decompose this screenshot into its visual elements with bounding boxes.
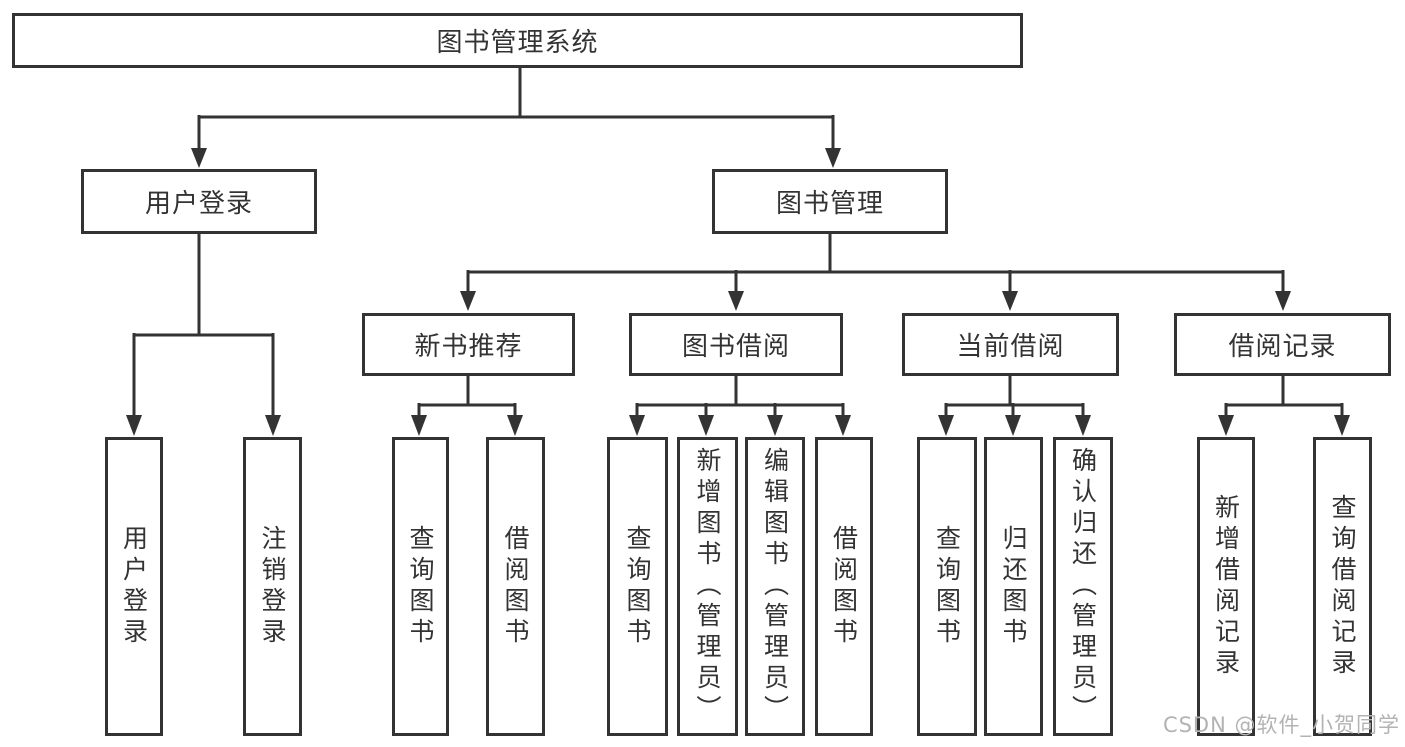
leaf-query-books-recommend: 查询图书	[392, 437, 449, 736]
leaf-return-books-label: 归还图书	[999, 524, 1028, 649]
node-book-management: 图书管理	[712, 169, 948, 234]
connector-bookborrow-to-leaves	[635, 376, 845, 417]
node-current-borrowing-label: 当前借阅	[956, 332, 1065, 362]
leaf-user-login: 用户登录	[105, 437, 163, 736]
leaf-return-books: 归还图书	[984, 437, 1043, 736]
leaf-edit-books-admin: 编辑图书（管理员）	[745, 437, 805, 736]
connector-bookmgmt-to-level3	[466, 234, 1285, 293]
leaf-borrow-books-recommend-label: 借阅图书	[501, 524, 530, 649]
leaf-add-borrow-record: 新增借阅记录	[1197, 437, 1255, 736]
leaf-query-books-borrowing: 查询图书	[607, 437, 668, 736]
node-current-borrowing: 当前借阅	[902, 313, 1119, 376]
connector-curborrow-to-leaves	[944, 376, 1085, 417]
node-library-system-label: 图书管理系统	[436, 28, 599, 58]
node-borrowing-records: 借阅记录	[1174, 313, 1391, 376]
node-book-borrowing-label: 图书借阅	[681, 332, 790, 362]
leaf-add-borrow-record-label: 新增借阅记录	[1211, 493, 1241, 680]
leaf-confirm-return-admin: 确认归还（管理员）	[1053, 437, 1113, 736]
leaf-borrow-books-borrowing-label: 借阅图书	[829, 524, 859, 649]
leaf-add-books-admin: 新增图书（管理员）	[677, 437, 738, 736]
leaf-query-borrow-record: 查询借阅记录	[1313, 437, 1372, 736]
leaf-confirm-return-admin-label: 确认归还（管理员）	[1068, 447, 1098, 726]
node-library-system: 图书管理系统	[12, 13, 1023, 68]
connector-newrec-to-leaves	[417, 376, 517, 417]
node-user-login: 用户登录	[81, 169, 317, 234]
leaf-query-books-recommend-label: 查询图书	[406, 524, 435, 649]
node-new-book-recommend-label: 新书推荐	[414, 332, 523, 362]
connector-userlogin-to-leaves	[132, 234, 275, 417]
node-book-borrowing: 图书借阅	[629, 313, 843, 376]
leaf-query-books-current: 查询图书	[917, 437, 977, 736]
leaf-logout-login-label: 注销登录	[258, 524, 287, 649]
leaf-query-books-borrowing-label: 查询图书	[623, 524, 652, 649]
node-book-management-label: 图书管理	[775, 189, 884, 219]
connector-root-to-level2	[197, 68, 835, 150]
leaf-logout-login: 注销登录	[243, 437, 302, 736]
leaf-borrow-books-borrowing: 借阅图书	[815, 437, 873, 736]
node-borrowing-records-label: 借阅记录	[1228, 332, 1337, 362]
leaf-add-books-admin-label: 新增图书（管理员）	[693, 447, 722, 726]
leaf-query-borrow-record-label: 查询借阅记录	[1328, 493, 1357, 680]
leaf-query-books-current-label: 查询图书	[932, 524, 962, 649]
node-new-book-recommend: 新书推荐	[362, 313, 575, 376]
leaf-edit-books-admin-label: 编辑图书（管理员）	[760, 447, 790, 726]
csdn-watermark: CSDN @软件_小贺同学	[1162, 713, 1400, 737]
leaf-user-login-label: 用户登录	[119, 524, 149, 649]
leaf-borrow-books-recommend: 借阅图书	[486, 437, 545, 736]
connector-records-to-leaves	[1224, 376, 1344, 417]
node-user-login-label: 用户登录	[144, 189, 253, 219]
